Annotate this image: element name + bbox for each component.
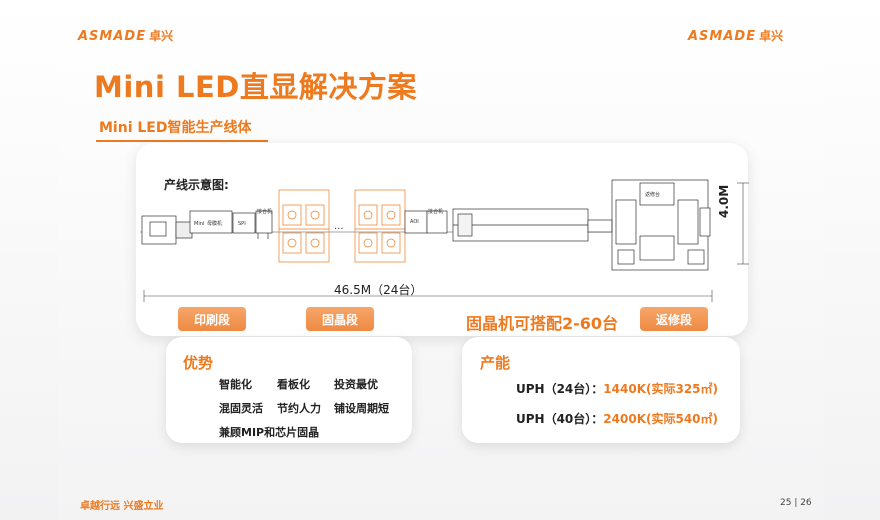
capacity-card: [462, 337, 740, 443]
stage-die-bonding: 固晶段: [306, 307, 374, 331]
page-subtitle: Mini LED智能生产线体: [99, 120, 252, 136]
advantage-item: 智能化: [219, 378, 252, 391]
bonder-note: 固晶机可搭配2-60台: [466, 314, 619, 333]
advantage-item: 看板化: [277, 378, 310, 391]
capacity-line-24: UPH（24台）：1440K(实际325㎡): [516, 380, 718, 397]
page-title: Mini LED直显解决方案: [94, 70, 417, 104]
advantage-item: 节约人力: [277, 402, 321, 415]
diagram-label: 产线示意图:: [164, 178, 229, 192]
brand-cn: 卓兴: [759, 29, 784, 43]
page-number: 25 | 26: [780, 498, 812, 508]
advantage-item: 铺设周期短: [334, 402, 389, 415]
advantage-item: 混固灵活: [219, 402, 263, 415]
capacity-label: UPH（40台）：: [516, 412, 604, 426]
stage-printing: 印刷段: [178, 307, 246, 331]
capacity-value: 1440K(实际325㎡): [603, 382, 719, 396]
stage-rework: 返修段: [640, 307, 708, 331]
advantages-title: 优势: [183, 354, 214, 372]
footer-slogan: 卓越行远 兴盛立业: [80, 501, 164, 512]
advantage-item: 兼顾MIP和芯片固晶: [219, 426, 320, 439]
capacity-title: 产能: [480, 354, 511, 372]
advantages-card: [166, 337, 412, 443]
brand-name: ASMADE: [78, 29, 147, 44]
capacity-line-40: UPH（40台）：2400K(实际540㎡): [516, 410, 718, 427]
brand-cn: 卓兴: [149, 29, 174, 43]
capacity-value: 2400K(实际540㎡): [603, 412, 719, 426]
length-label: 46.5M（24台）: [334, 283, 423, 297]
height-label: 4.0M: [717, 184, 731, 218]
brand-name: ASMADE: [688, 29, 757, 44]
subtitle-underline: [96, 140, 268, 142]
capacity-label: UPH（24台）：: [516, 382, 604, 396]
advantage-item: 投资最优: [334, 378, 378, 391]
